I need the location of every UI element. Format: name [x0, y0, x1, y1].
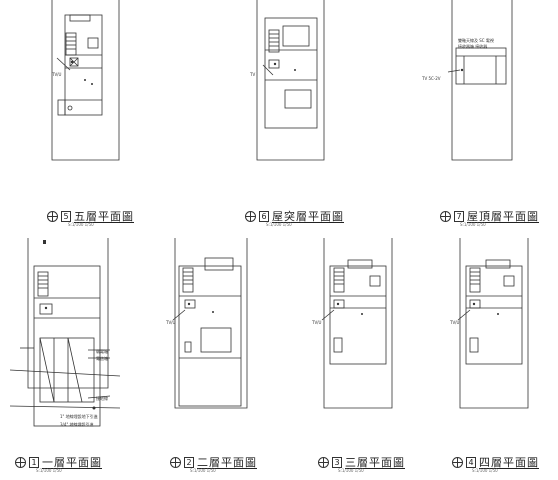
plan-scale: S:1/100 1/50 — [460, 222, 486, 227]
plan-title-4f: 4 四層平面圖 — [452, 454, 539, 470]
tv-label: TV/U — [166, 320, 176, 325]
plan-title-5f: 5 五層平面圖 — [47, 208, 134, 224]
1f-box-2: 電信箱 — [96, 356, 108, 361]
north-symbol-icon — [245, 210, 256, 222]
plan-5f-drawing — [51, 0, 120, 161]
plan-top-drawing — [447, 0, 513, 161]
plan-scale: S:1/100 1/50 — [68, 222, 94, 227]
plan-roof-drawing — [256, 0, 325, 161]
tv-label: TV/U — [52, 72, 62, 77]
plan-3f-drawing — [321, 238, 393, 409]
1f-mark: 接地線 — [96, 396, 108, 401]
tv-label: TV — [250, 72, 256, 77]
plan-scale: S:1/100 1/50 — [472, 468, 498, 473]
plan-title-1f: 1 一層平面圖 — [15, 454, 102, 470]
north-symbol-icon — [15, 456, 26, 468]
north-symbol-icon — [170, 456, 181, 468]
tv-label: TV/U — [312, 320, 322, 325]
plan-title-2f: 2 二層平面圖 — [170, 454, 257, 470]
north-symbol-icon — [318, 456, 329, 468]
plan-4f-drawing — [457, 238, 529, 409]
tv-label: TV 5C-2V — [422, 76, 441, 81]
1f-box-1: 弱電箱 — [96, 349, 108, 354]
1f-note-1: 1" 地線埋設地下引進 — [60, 414, 98, 419]
plan-2f-drawing — [172, 238, 248, 409]
tv-label: TV/U — [450, 320, 460, 325]
plan-scale: S:1/100 1/50 — [190, 468, 216, 473]
1f-note-2: 3/4" 地線埋設引進 — [60, 422, 94, 427]
top-note-1: 雙軸天線及 SC 電視 — [458, 38, 494, 43]
plan-scale: S:1/100 1/50 — [36, 468, 62, 473]
plan-title-top: 7 屋頂層平面圖 — [440, 208, 539, 224]
plan-scale: S:1/100 1/50 — [266, 222, 292, 227]
top-note-2: 接收器箱 接收器 — [458, 44, 488, 49]
plan-title-roof: 6 屋突層平面圖 — [245, 208, 344, 224]
plan-1f-drawing — [10, 238, 120, 427]
north-symbol-icon — [452, 456, 463, 468]
north-symbol-icon — [440, 210, 451, 222]
plan-scale: S:1/100 1/50 — [338, 468, 364, 473]
plan-title-3f: 3 三層平面圖 — [318, 454, 405, 470]
north-symbol-icon — [47, 210, 58, 222]
